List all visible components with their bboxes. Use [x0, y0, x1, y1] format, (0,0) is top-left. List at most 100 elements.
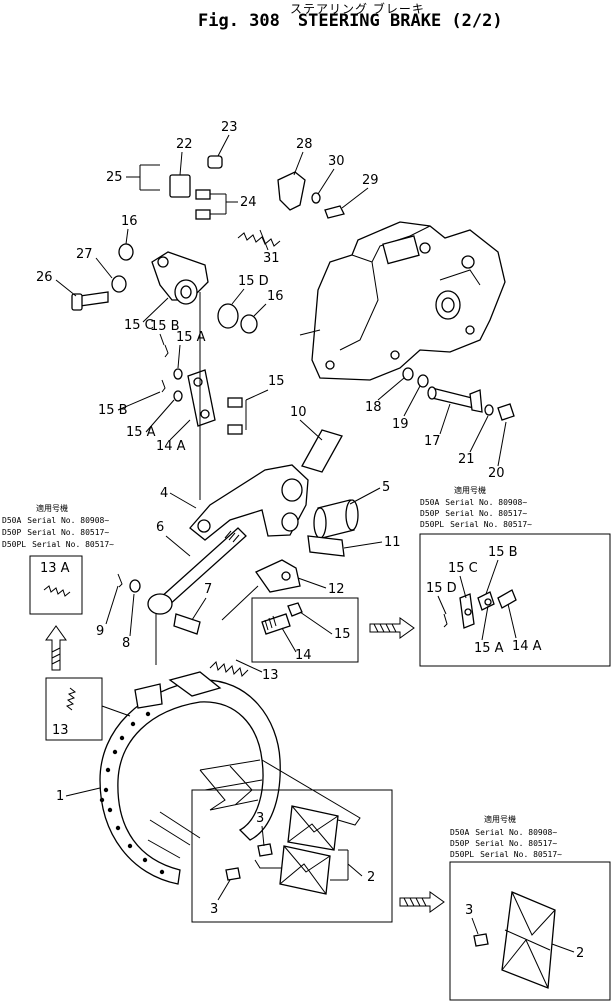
callout-36: 30: [328, 154, 345, 169]
lining-variant-frame: [449, 861, 611, 1001]
callout-13-inset: 13: [52, 723, 69, 738]
callout-15b: 15 B: [488, 545, 518, 560]
note-title-bolt: 適用号機: [454, 485, 486, 495]
part-18-pin-upper: [173, 368, 183, 380]
part-16-link: [187, 369, 216, 427]
callout-15d: 15 D: [426, 581, 457, 596]
part-12-bracket: [255, 559, 301, 593]
part-37-spring: [237, 232, 281, 247]
bolt-detail: [261, 602, 303, 635]
callout-22-lower: 16: [267, 289, 284, 304]
part-22-bearing-upper: [118, 243, 134, 261]
callout-11: 11: [384, 535, 401, 550]
part-2-lining-upper: [287, 805, 339, 851]
callout-31: 25: [106, 170, 123, 185]
part-30-bolt-a: [195, 189, 211, 200]
spring-variant-frame: [29, 555, 83, 615]
transmission-case: [299, 221, 506, 381]
part-34-bracket: [277, 171, 306, 211]
part-10-pin: [301, 429, 343, 473]
callout-4: 4: [160, 486, 168, 501]
part-14-bolt: [261, 613, 291, 635]
note-title-lining: 適用号機: [484, 814, 516, 824]
bolt-variant-frame: [419, 533, 611, 667]
figure-name: STEERING BRAKE (2/2): [297, 11, 503, 31]
part-8-washer: [129, 579, 141, 593]
part-25-seal: [417, 374, 429, 388]
callout-15c: 15 C: [448, 561, 478, 576]
part-6-rod: [159, 527, 247, 607]
callout-33: 27: [76, 247, 93, 262]
brake-band: [99, 661, 281, 885]
part-3-bolt-b: [225, 867, 241, 881]
part-17-bolt-a: [227, 397, 243, 408]
callout-7: 7: [204, 582, 212, 597]
callout-37: 31: [263, 251, 280, 266]
link-plates: [161, 292, 243, 500]
callout-35: 29: [362, 173, 379, 188]
part-7-pin: [173, 613, 201, 635]
part-35-bolt: [324, 205, 345, 219]
callout-15: 15: [334, 627, 351, 642]
part-21-bearing: [217, 303, 239, 329]
bolt-detail-frame: [251, 597, 359, 663]
callout-2-variant: 2: [576, 946, 584, 961]
part-27-washer: [484, 404, 494, 416]
callout-28: 22: [176, 137, 193, 152]
callout-23: 17: [424, 434, 441, 449]
spring-detail-frame: [45, 677, 103, 741]
callout-labels: 23 22 25 24 28 30 29 16 31 27 26 15 D 16…: [36, 120, 584, 961]
part-22-bearing-lower: [240, 314, 258, 334]
callout-14a: 14 A: [512, 639, 542, 654]
arrow-up-spring: [45, 625, 67, 671]
callout-3-upper: 3: [256, 811, 264, 826]
callout-17: 15: [268, 374, 285, 389]
part-11-pin: [307, 535, 345, 557]
callout-1: 1: [56, 789, 64, 804]
part-17-bolt-b: [227, 424, 243, 435]
part-36-washer: [311, 192, 321, 204]
callout-27: 21: [458, 452, 475, 467]
callout-9: 9: [96, 624, 104, 639]
figure-label: Fig. 308: [198, 11, 280, 31]
callout-13a: 13 A: [40, 561, 70, 576]
part-33-washer: [111, 275, 127, 293]
callout-8: 8: [122, 636, 130, 651]
callout-3-variant: 3: [465, 903, 473, 918]
callout-13: 13: [262, 668, 279, 683]
callout-6: 6: [156, 520, 164, 535]
callout-10: 10: [290, 405, 307, 420]
callout-32: 26: [36, 270, 53, 285]
part-15d-cotter: [443, 613, 448, 628]
lining-detail-frame: [191, 789, 393, 923]
part-14a-bolt: [497, 589, 517, 609]
callout-14: 14: [295, 648, 312, 663]
callout-16: 14 A: [156, 439, 186, 454]
part-13-spring-detail: [65, 687, 77, 711]
figure-title: Fig. 308 STEERING BRAKE (2/2): [198, 11, 521, 31]
callout-25: 19: [392, 417, 409, 432]
callout-18-lower: 15 A: [126, 425, 156, 440]
callout-19-upper: 15 B: [150, 319, 180, 334]
part-24-seal: [402, 367, 414, 381]
callout-22-upper: 16: [121, 214, 138, 229]
note-title-spring: 適用号機: [36, 503, 68, 513]
part-13-spring: [209, 661, 249, 677]
callout-34: 28: [296, 137, 313, 152]
part-28-bracket: [169, 174, 191, 198]
part-13a-spring: [43, 585, 71, 597]
callout-5: 5: [382, 480, 390, 495]
part-19-cotter-lower: [161, 379, 166, 393]
callout-29: 23: [221, 120, 238, 135]
callout-19-lower: 15 B: [98, 403, 128, 418]
callout-12: 12: [328, 582, 345, 597]
arrow-to-lining-variant: [399, 891, 445, 913]
callout-30: 24: [240, 195, 257, 210]
